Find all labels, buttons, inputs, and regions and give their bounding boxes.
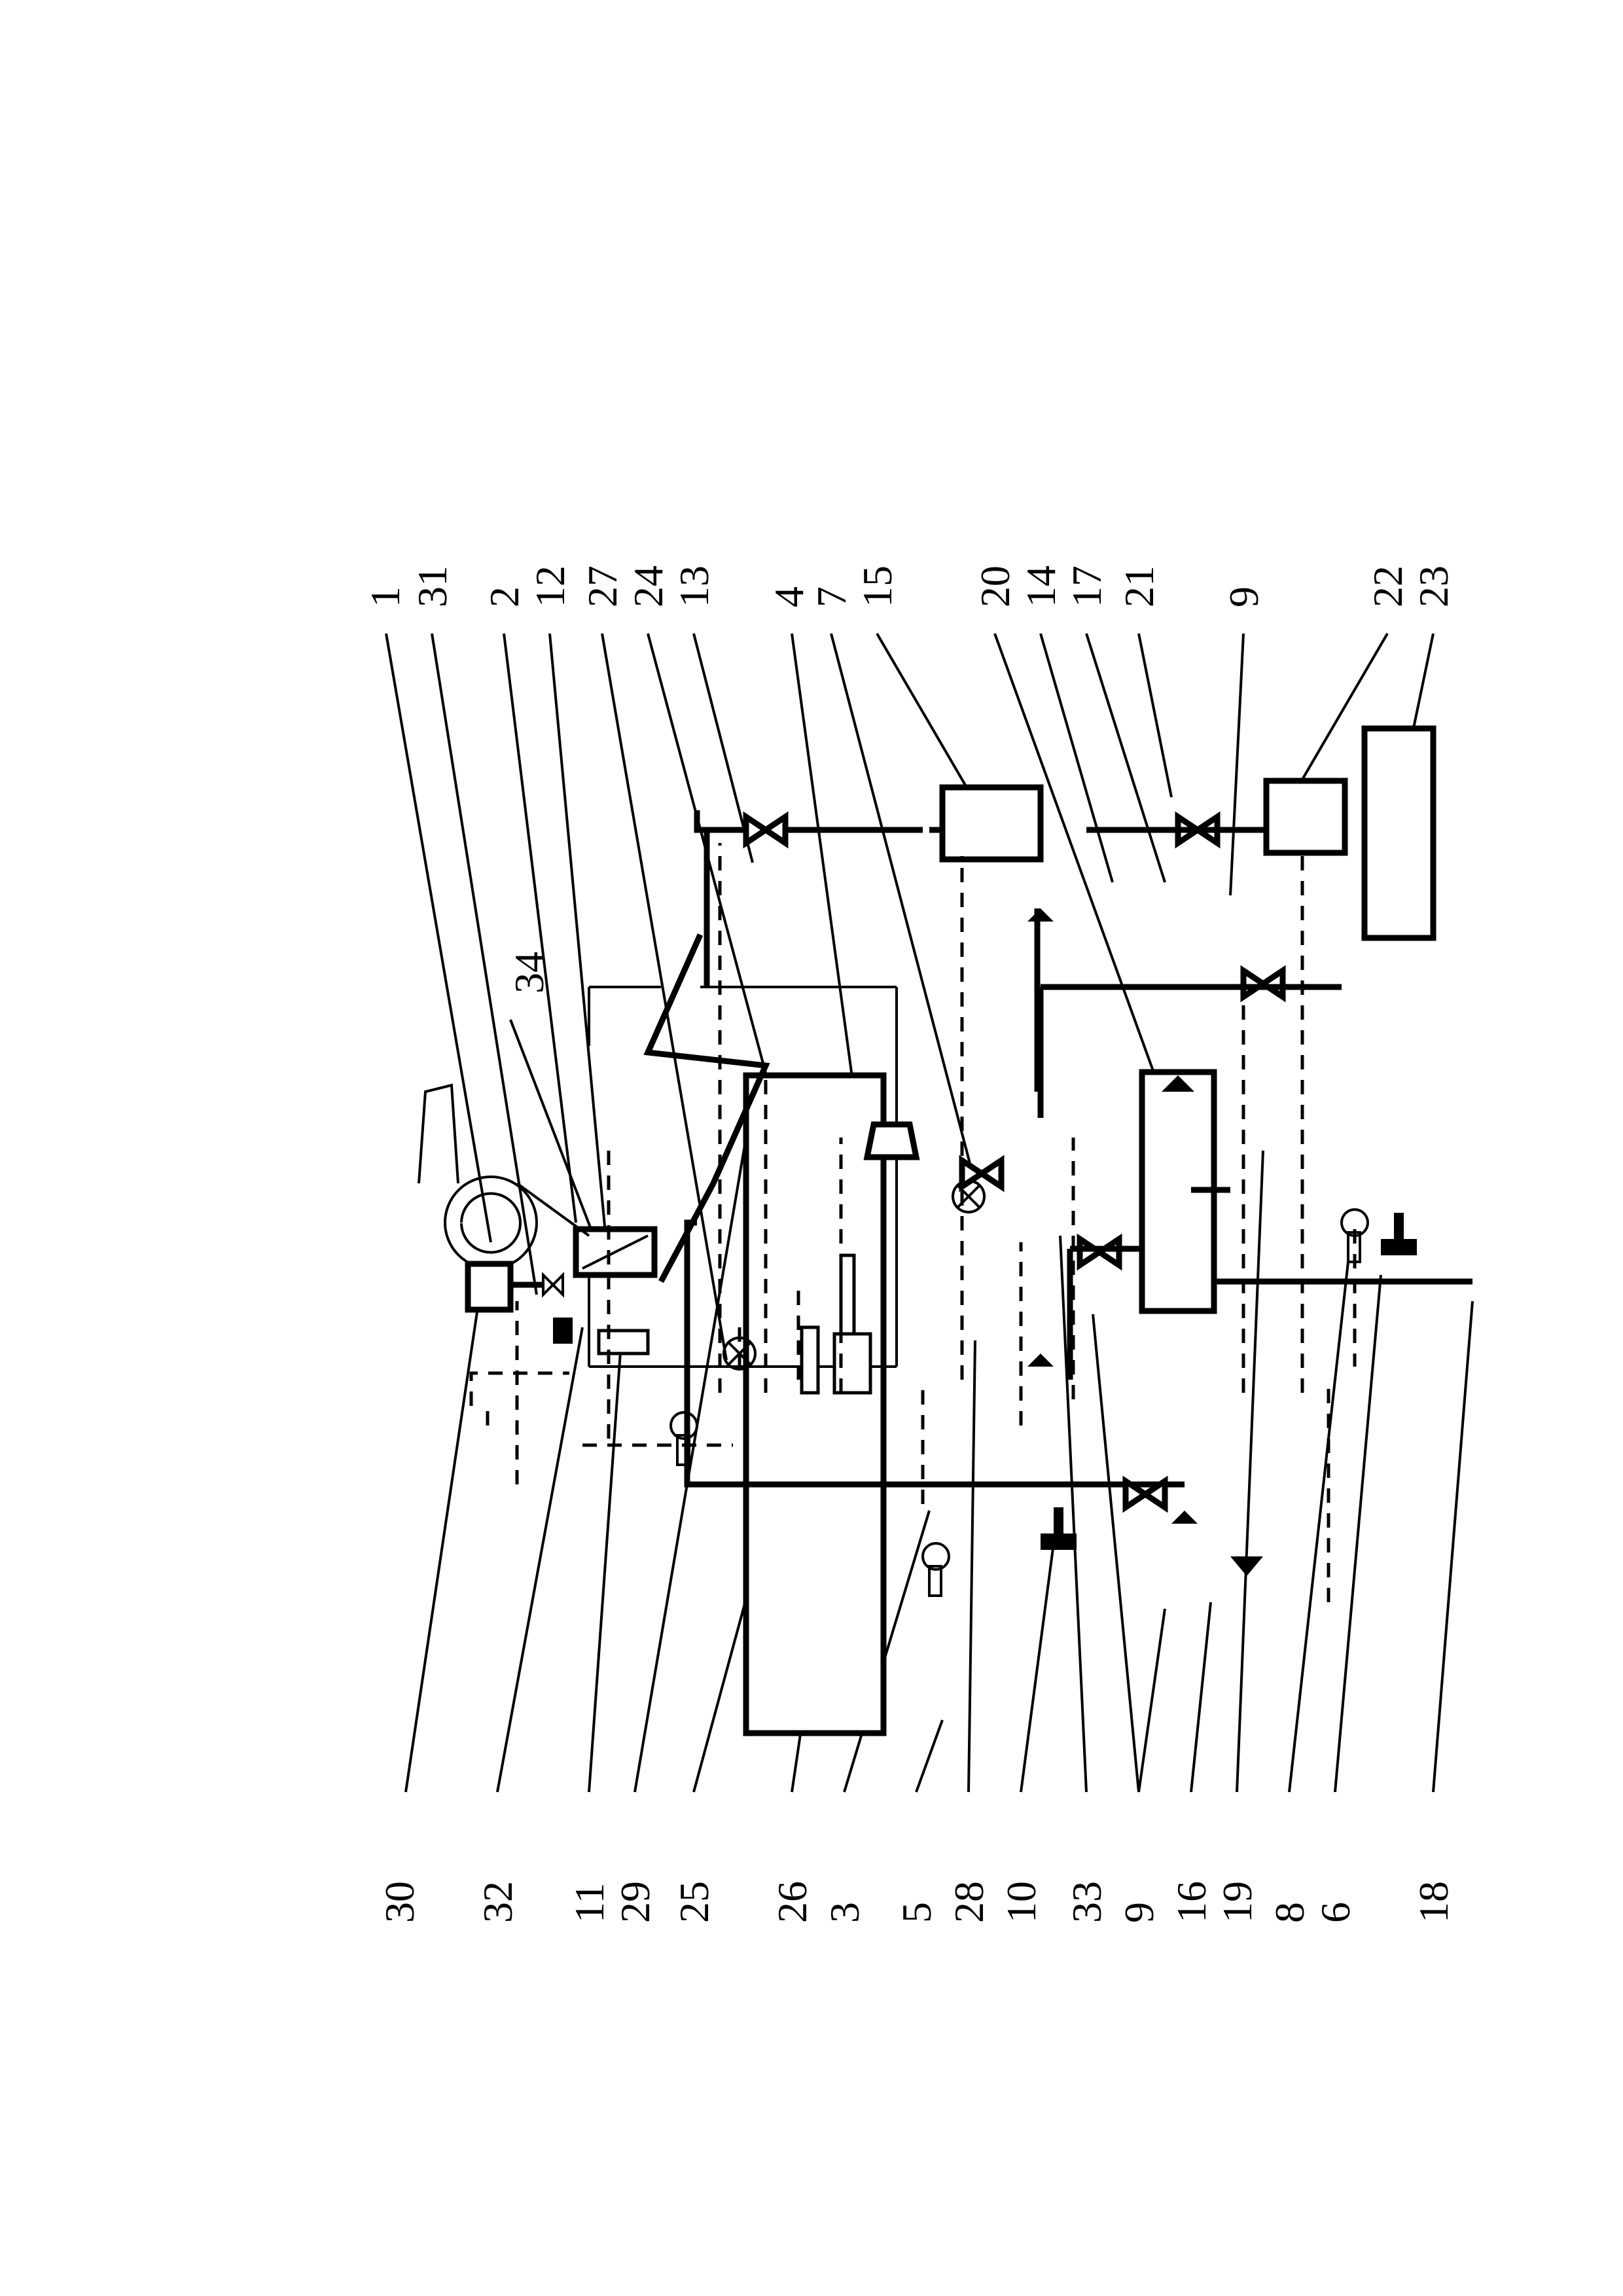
storage-box-23 [1364, 728, 1433, 938]
display-panel [599, 1331, 648, 1354]
valve-icon [962, 1160, 1001, 1187]
level-sensor-icon [1041, 1507, 1077, 1550]
flow-meter-icon [923, 1543, 949, 1596]
label-26: 26 [769, 1881, 815, 1923]
label-6: 6 [1312, 1902, 1359, 1923]
reference-labels-bottom: 30 32 11 29 25 26 3 5 28 10 33 9 16 19 8… [376, 1881, 1457, 1923]
label-17: 17 [1063, 565, 1110, 607]
pipe-upper [697, 810, 923, 830]
label-23: 23 [1410, 565, 1457, 607]
label-9-bottom: 9 [1116, 1902, 1162, 1923]
valve-icon [543, 1275, 563, 1295]
label-4: 4 [766, 586, 812, 607]
valve-icon [746, 817, 785, 843]
label-9-top: 9 [1221, 586, 1267, 607]
label-29: 29 [612, 1881, 658, 1923]
label-16: 16 [1168, 1881, 1215, 1923]
label-30: 30 [376, 1881, 423, 1923]
receiver-box-22 [1266, 781, 1345, 853]
label-13: 13 [671, 565, 717, 607]
label-10: 10 [998, 1881, 1044, 1923]
label-31: 31 [409, 565, 455, 607]
feed-hopper [419, 1085, 458, 1183]
label-19: 19 [1214, 1881, 1260, 1923]
label-1: 1 [362, 586, 408, 607]
blower-icon [445, 1177, 537, 1268]
label-14: 14 [1018, 565, 1064, 607]
label-32: 32 [474, 1881, 521, 1923]
valve-icon [1243, 971, 1283, 997]
label-33: 33 [1063, 1881, 1110, 1923]
control-unit [746, 1075, 883, 1733]
label-5: 5 [893, 1902, 940, 1923]
label-7: 7 [808, 586, 855, 607]
label-28: 28 [946, 1881, 992, 1923]
label-25: 25 [671, 1881, 717, 1923]
valve-icon [1080, 1239, 1119, 1265]
label-3: 3 [821, 1902, 868, 1923]
label-2: 2 [481, 586, 527, 607]
receiver-box-15 [942, 787, 1041, 859]
blower-impeller [461, 1193, 520, 1252]
reference-labels-top: 1 31 2 12 27 24 13 4 7 15 20 14 17 21 9 … [362, 565, 1457, 607]
label-15: 15 [854, 565, 901, 607]
label-18: 18 [1410, 1881, 1457, 1923]
pump-icon [867, 1124, 916, 1157]
label-11: 11 [566, 1882, 613, 1923]
pump-shaft [841, 1255, 854, 1334]
level-gauge [802, 1327, 818, 1393]
pressure-sensor-icon [553, 1318, 573, 1344]
label-8: 8 [1266, 1902, 1313, 1923]
label-27: 27 [579, 565, 626, 607]
label-12: 12 [527, 565, 573, 607]
label-24: 24 [625, 565, 671, 607]
label-21: 21 [1116, 565, 1162, 607]
label-22: 22 [1364, 565, 1411, 607]
actuator-box [468, 1264, 510, 1310]
level-sensor-icon [1381, 1213, 1417, 1255]
label-20: 20 [972, 565, 1018, 607]
